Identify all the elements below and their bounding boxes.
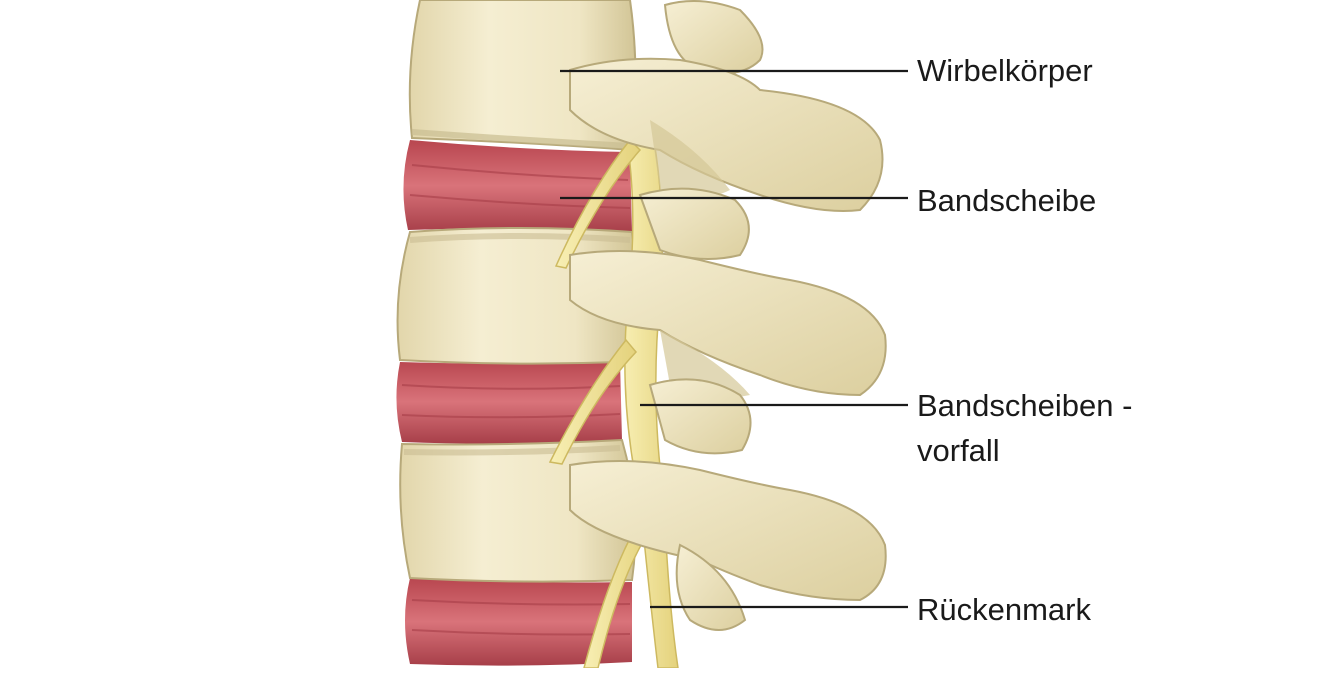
leader-lines [560,69,908,609]
process-2 [569,187,887,399]
process-3 [569,378,887,631]
label-vertebral-body: Wirbelkörper [917,53,1093,88]
label-disc: Bandscheibe [917,183,1097,218]
label-herniation-line2: vorfall [917,433,1000,468]
label-herniation-line1: Bandscheiben - [917,388,1133,423]
label-spinal-cord: Rückenmark [917,592,1091,627]
process-1 [569,0,884,212]
